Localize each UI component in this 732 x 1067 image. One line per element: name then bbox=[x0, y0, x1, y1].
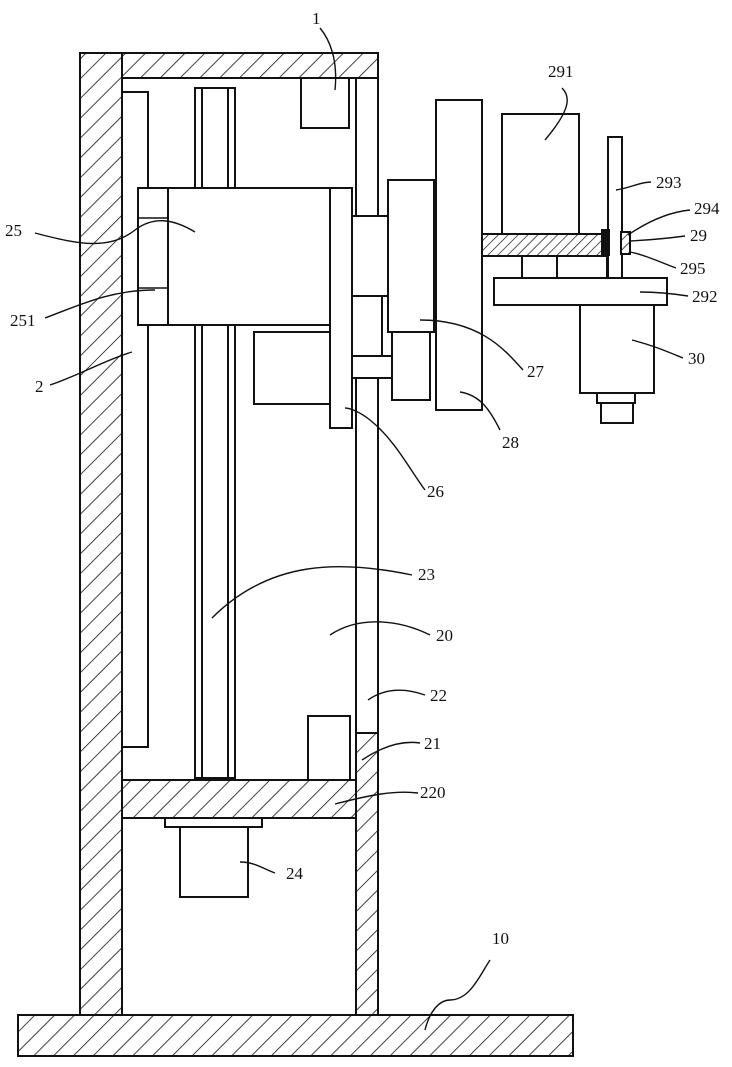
label-22: 22 bbox=[430, 686, 447, 705]
lower-hub bbox=[392, 332, 430, 400]
motor-flange bbox=[165, 818, 262, 827]
leader-20 bbox=[330, 622, 430, 635]
leader-29 bbox=[630, 236, 685, 241]
label-29: 29 bbox=[690, 226, 707, 245]
label-1: 1 bbox=[312, 9, 321, 28]
small-block bbox=[308, 716, 350, 780]
label-24: 24 bbox=[286, 864, 304, 883]
label-220: 220 bbox=[420, 783, 446, 802]
label-295: 295 bbox=[680, 259, 706, 278]
bottom-motor-tip bbox=[597, 393, 635, 403]
right-wall-lower bbox=[356, 733, 378, 1015]
leader-294 bbox=[628, 210, 690, 235]
disc bbox=[436, 100, 482, 410]
label-293: 293 bbox=[656, 173, 682, 192]
right-wall-upper bbox=[356, 78, 378, 733]
label-20: 20 bbox=[436, 626, 453, 645]
shaft-middle bbox=[352, 296, 382, 356]
leader-295 bbox=[630, 252, 676, 268]
label-291: 291 bbox=[548, 62, 574, 81]
shaft-lower bbox=[352, 356, 392, 378]
nut-black bbox=[601, 229, 610, 256]
support-right bbox=[557, 256, 607, 278]
top-motor bbox=[502, 114, 579, 234]
label-23: 23 bbox=[418, 565, 435, 584]
left-wall bbox=[80, 53, 122, 1015]
top-wall bbox=[122, 53, 378, 78]
label-28: 28 bbox=[502, 433, 519, 452]
vertical-plate bbox=[330, 188, 352, 428]
label-294: 294 bbox=[694, 199, 720, 218]
label-10: 10 bbox=[492, 929, 509, 948]
bottom-motor bbox=[580, 305, 654, 393]
base-plate bbox=[18, 1015, 573, 1056]
partition-plate bbox=[122, 780, 356, 818]
lower-motor-box bbox=[254, 332, 332, 404]
bottom-motor-nozzle bbox=[601, 403, 633, 423]
label-30: 30 bbox=[688, 349, 705, 368]
label-2: 2 bbox=[35, 377, 44, 396]
label-21: 21 bbox=[424, 734, 441, 753]
motor-body bbox=[180, 827, 248, 897]
slider-nut bbox=[138, 188, 168, 325]
label-25: 25 bbox=[5, 221, 22, 240]
vertical-rod bbox=[608, 137, 622, 282]
support-left bbox=[522, 256, 557, 278]
wheel bbox=[388, 180, 434, 332]
label-26: 26 bbox=[427, 482, 444, 501]
label-292: 292 bbox=[692, 287, 718, 306]
top-block bbox=[301, 78, 349, 128]
leader-23 bbox=[212, 567, 412, 618]
label-27: 27 bbox=[527, 362, 545, 381]
label-251: 251 bbox=[10, 311, 36, 330]
slider-body bbox=[138, 188, 352, 325]
threaded-rod bbox=[482, 234, 608, 256]
shaft-upper bbox=[352, 216, 388, 296]
